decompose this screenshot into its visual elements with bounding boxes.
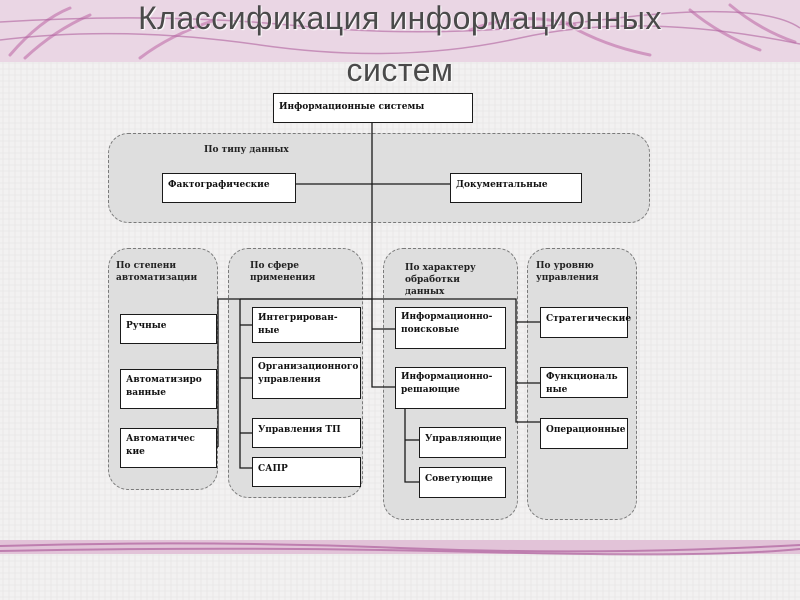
box-automatic: Автоматичес кие [120, 428, 217, 468]
box-process-control: Управления ТП [252, 418, 361, 448]
box-operational: Операционные [540, 418, 628, 449]
group-label-data-type: По типу данных [204, 145, 289, 155]
root-box: Информационные системы [273, 93, 473, 123]
box-strategic: Стратегические [540, 307, 631, 338]
box-information-retrieval: Информационно-поисковые [395, 307, 506, 349]
slide-title-line1: Классификация информационных [138, 0, 662, 36]
box-advisory: Советующие [419, 467, 506, 498]
box-functional: Функциональ ные [540, 367, 628, 398]
box-information-decision: Информационно-решающие [395, 367, 506, 409]
group-label-automation: По степени автоматизации [116, 261, 198, 283]
slide-title-line2: систем [346, 52, 454, 88]
group-label-processing: По характеру обработки данных [405, 263, 476, 297]
box-cad: САПР [252, 457, 361, 487]
box-controlling: Управляющие [419, 427, 506, 458]
box-factographic: Фактографические [162, 173, 296, 203]
box-manual: Ручные [120, 314, 217, 344]
group-label-management: По уровню управления [536, 261, 599, 283]
box-integrated: Интегрирован-ные [252, 307, 361, 343]
box-organizational-management: Организационного управления [252, 357, 361, 399]
box-automated: Автоматизиро ванные [120, 369, 217, 409]
box-documentary: Документальные [450, 173, 582, 203]
group-label-application: По сфере применения [250, 261, 316, 283]
